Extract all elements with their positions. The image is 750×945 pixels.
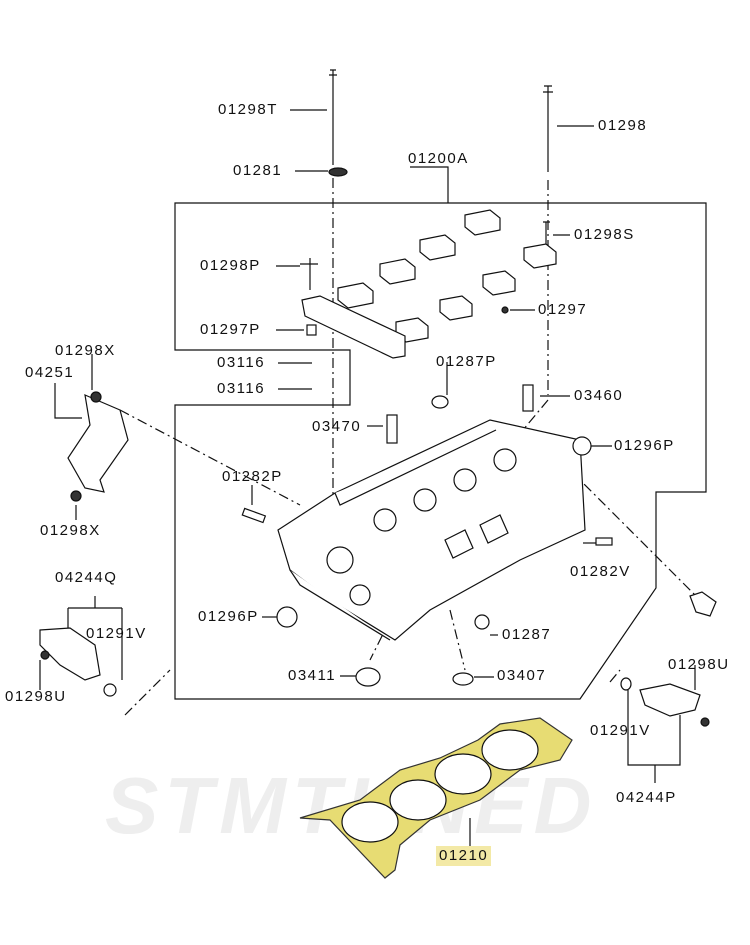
- label-03116-a: 03116: [217, 354, 266, 371]
- ring-01291V-right: [620, 677, 632, 691]
- label-01282V: 01282V: [570, 563, 631, 580]
- label-01298S: 01298S: [574, 226, 635, 243]
- pin-01297P: [306, 324, 317, 336]
- label-04251: 04251: [25, 364, 75, 381]
- label-01282P: 01282P: [222, 468, 283, 485]
- label-01210: 01210: [436, 846, 492, 866]
- label-01297: 01297: [538, 301, 588, 318]
- label-01287: 01287: [502, 626, 552, 643]
- stud-01282V: [595, 537, 613, 546]
- bolt-01298X-bottom: [70, 490, 82, 502]
- label-01298X-bottom: 01298X: [40, 522, 101, 539]
- label-01291V-right: 01291V: [590, 722, 651, 739]
- label-03411: 03411: [288, 667, 337, 684]
- label-01200A: 01200A: [408, 150, 469, 167]
- plug-01296P-right: [572, 436, 592, 456]
- bracket-04251: [67, 394, 129, 493]
- ocv-04244P: [639, 683, 701, 717]
- ring-01291V-left: [103, 683, 117, 697]
- plug-01296P-left: [276, 606, 298, 628]
- assembly-outline: [174, 202, 707, 700]
- dowel-03470: [386, 414, 398, 444]
- bolt-01298: [543, 85, 553, 172]
- label-01297P: 01297P: [200, 321, 261, 338]
- ring-03407: [452, 672, 474, 686]
- bolt-01298P: [300, 258, 318, 290]
- seal-01287P: [431, 395, 449, 409]
- label-01298T: 01298T: [218, 101, 278, 118]
- label-01298: 01298: [598, 117, 648, 134]
- label-04244Q: 04244Q: [55, 569, 118, 586]
- pin-01297: [501, 306, 509, 314]
- bolt-01298T: [329, 69, 337, 165]
- label-03460: 03460: [574, 387, 624, 404]
- label-01298P: 01298P: [200, 257, 261, 274]
- washer-01281: [328, 167, 348, 177]
- label-01281: 01281: [233, 162, 283, 179]
- label-04244P: 04244P: [616, 789, 677, 806]
- cylinder-head: [277, 419, 586, 641]
- label-01298U-left: 01298U: [5, 688, 67, 705]
- bolt-01298S: [543, 221, 550, 244]
- ring-03411: [355, 667, 381, 687]
- sensor-right: [689, 591, 717, 617]
- cam-caps: [301, 209, 557, 359]
- label-01291V-left: 01291V: [86, 625, 147, 642]
- dowel-03460: [522, 384, 534, 412]
- seal-01287: [474, 614, 490, 630]
- label-01296P-right: 01296P: [614, 437, 675, 454]
- label-01298U-right: 01298U: [668, 656, 730, 673]
- label-01296P-left: 01296P: [198, 608, 259, 625]
- bolt-01298X-top: [90, 391, 102, 403]
- stud-01282P: [241, 507, 267, 524]
- label-03116-b: 03116: [217, 380, 266, 397]
- head-gasket-01210: [299, 717, 573, 879]
- ocv-04244Q: [39, 627, 101, 681]
- label-01287P: 01287P: [436, 353, 497, 370]
- label-01298X-top: 01298X: [55, 342, 116, 359]
- label-03470: 03470: [312, 418, 362, 435]
- label-03407: 03407: [497, 667, 547, 684]
